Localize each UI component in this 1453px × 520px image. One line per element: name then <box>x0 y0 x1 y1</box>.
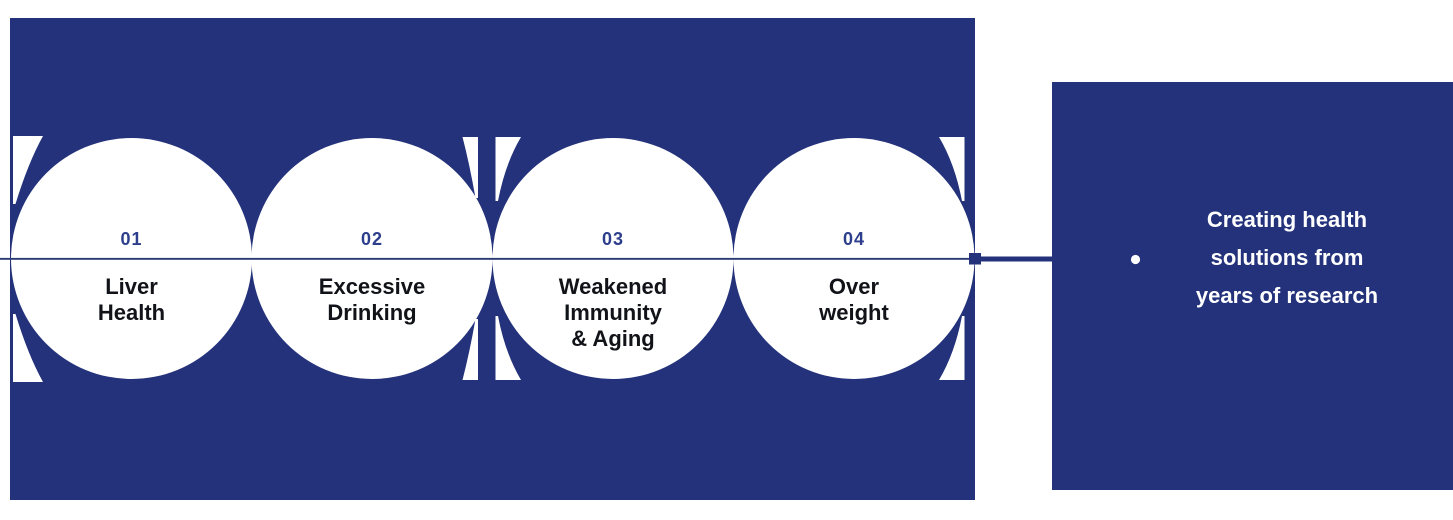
corner-accent-left-bottom <box>13 314 43 382</box>
step-label: Over weight <box>819 274 889 325</box>
step-label: Excessive Drinking <box>318 274 426 325</box>
step-label: Liver Health <box>97 274 166 325</box>
step-label: Weakened Immunity & Aging <box>558 274 668 351</box>
corner-accent-right-bottom <box>939 316 965 380</box>
corner-accent-mid-left-bottom <box>462 319 478 380</box>
connector-node <box>969 253 981 265</box>
timeline-line <box>0 257 969 260</box>
callout-text: Creating health solutions from years of … <box>1195 207 1379 308</box>
callout-panel <box>1052 82 1453 490</box>
corner-accent-right-top <box>939 137 965 201</box>
corner-accent-mid-left-top <box>462 137 478 198</box>
connector-line <box>981 256 1052 262</box>
corner-accent-mid-right-bottom <box>495 316 521 380</box>
corner-accent-left-top <box>13 136 43 204</box>
bullet-dot <box>1130 254 1141 265</box>
step-number: 01 <box>120 229 143 249</box>
step-number: 02 <box>360 229 384 249</box>
corner-accent-mid-right-top <box>495 137 521 201</box>
step-number: 04 <box>842 229 866 249</box>
step-number: 03 <box>601 229 625 249</box>
